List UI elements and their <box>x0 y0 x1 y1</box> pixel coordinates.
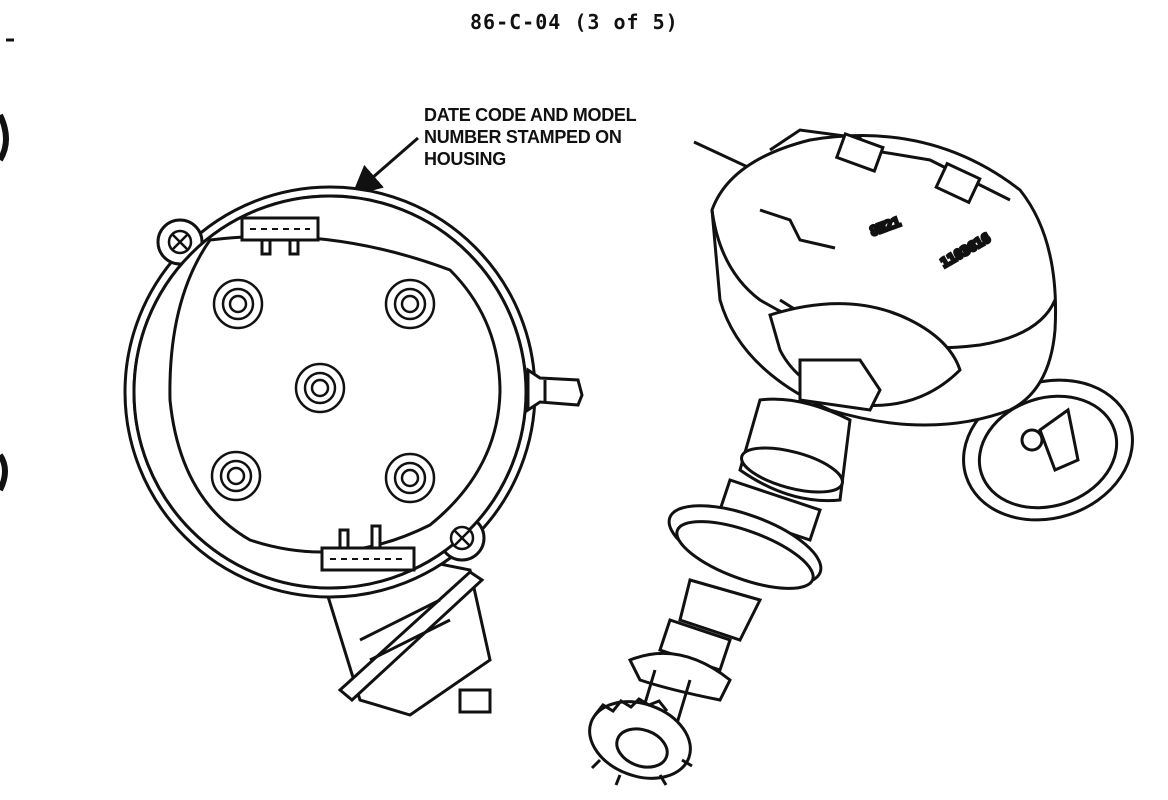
screw-top-left <box>167 229 193 255</box>
distributor-bottom-view <box>123 185 584 717</box>
scan-marks <box>0 38 14 492</box>
date-code-callout: DATE CODE AND MODEL NUMBER STAMPED ON HO… <box>424 104 724 170</box>
side-connector <box>526 367 584 413</box>
cap-clip-top <box>240 216 320 256</box>
boss-top-right <box>384 278 436 330</box>
boss-top-left <box>212 278 264 330</box>
callout-line-1: DATE CODE AND MODEL <box>424 105 637 125</box>
terminal-bosses <box>210 278 436 504</box>
distributor-side-view: 8H21 1103616 <box>588 128 1134 786</box>
boss-bottom-right <box>384 452 436 504</box>
boss-bottom-left <box>210 450 262 502</box>
callout-line-3: HOUSING <box>424 149 506 169</box>
cap-clip-bottom <box>320 524 416 572</box>
distributor-shaft <box>627 358 882 731</box>
drive-gear <box>588 697 693 786</box>
boss-center <box>294 362 346 414</box>
vacuum-canister <box>962 378 1134 522</box>
screw-bottom-right <box>449 525 475 551</box>
callout-line-2: NUMBER STAMPED ON <box>424 127 622 147</box>
distributor-housing <box>710 128 1058 427</box>
figure-id: 86-C-04 (3 of 5) <box>470 10 679 34</box>
